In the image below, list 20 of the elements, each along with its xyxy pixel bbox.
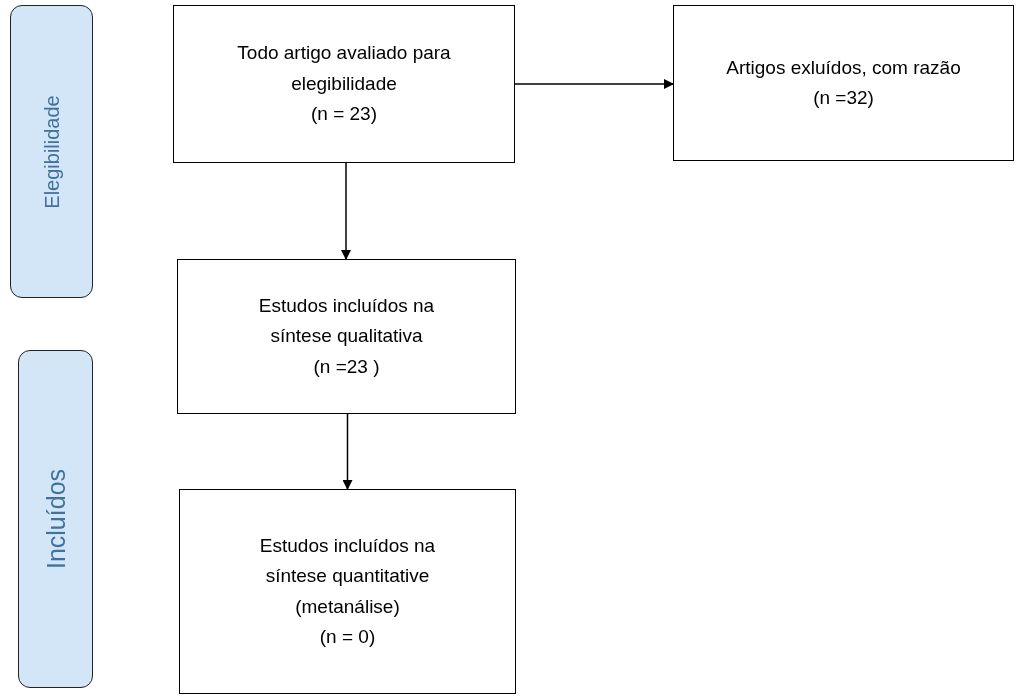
count-text: (n =23 ) — [313, 354, 380, 379]
arrow — [514, 79, 674, 89]
process-box — [173, 5, 515, 163]
stage-label: Elegibilidade — [40, 94, 63, 209]
stage-label: Incluídos — [41, 468, 70, 570]
process-box — [177, 259, 516, 414]
count-text: (n = 0) — [319, 624, 376, 649]
box-text: Estudos incluídos na síntese quantitative — [258, 533, 437, 589]
process-box — [179, 489, 516, 694]
arrow — [341, 162, 351, 260]
box-text: Estudos incluídos na síntese qualitativa — [257, 293, 436, 349]
count-text: (n = 23) — [311, 102, 377, 127]
process-box — [673, 5, 1014, 161]
box-text: Todo artigo avaliado para elegibilidade — [236, 41, 452, 96]
count-text: (n =32) — [813, 86, 874, 110]
box-text: Artigos exluídos, com razão — [725, 55, 962, 80]
stage-band — [18, 350, 93, 688]
arrow — [342, 413, 353, 490]
count-text: (metanálise) — [295, 594, 400, 619]
stage-band — [10, 5, 93, 298]
